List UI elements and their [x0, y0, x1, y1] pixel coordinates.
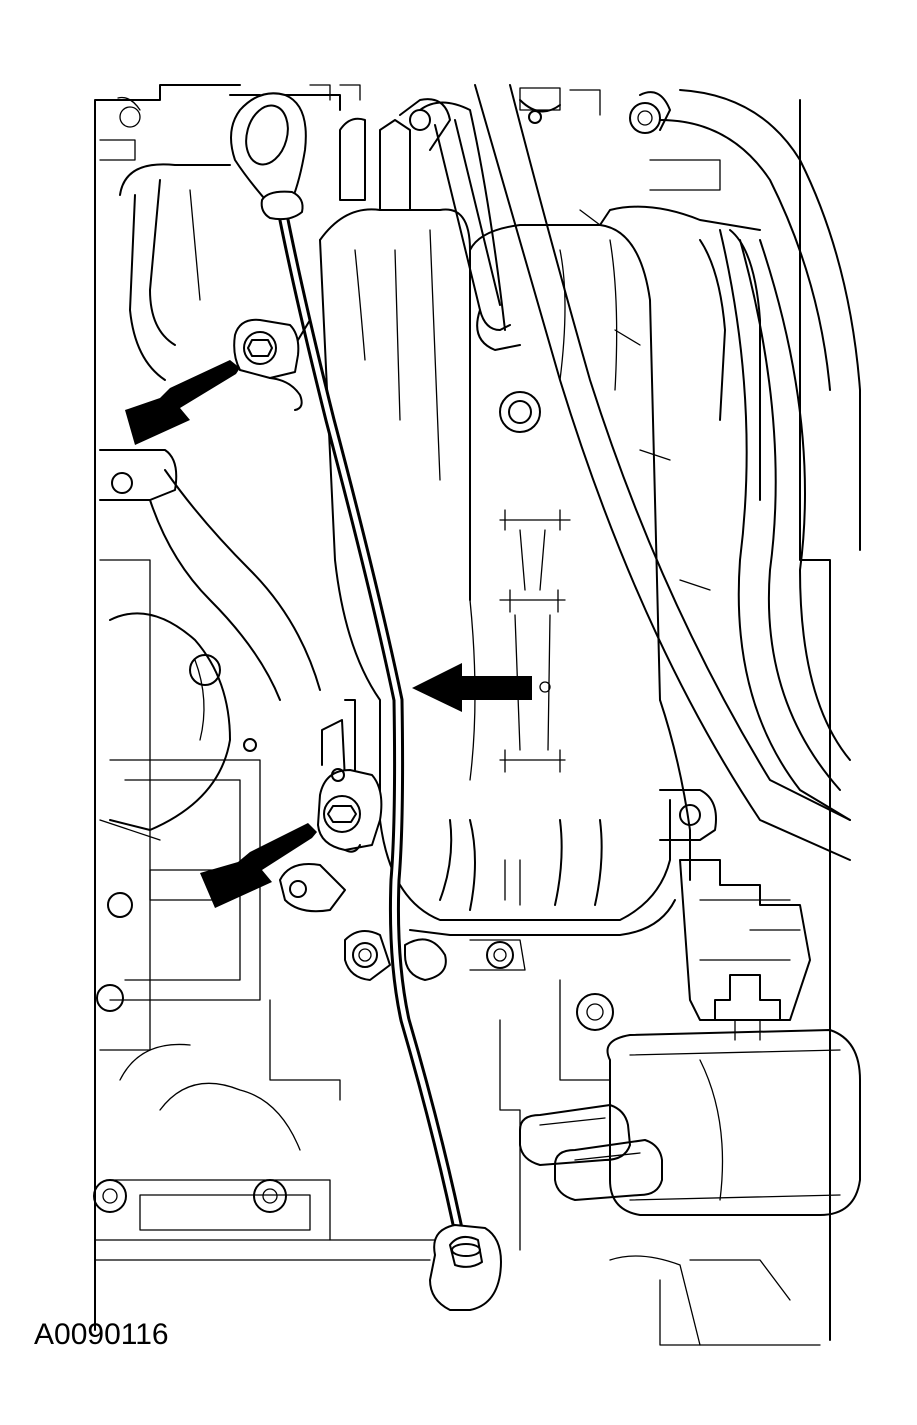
upper-bracket: [233, 318, 311, 411]
arrow-dipstick-tube: [412, 663, 532, 712]
callout-arrows: [125, 360, 532, 908]
dipstick-handle: [230, 92, 307, 221]
left-manifold-runner: [99, 163, 321, 841]
intake-manifold: [319, 91, 761, 936]
engine-block: [93, 84, 831, 1346]
arrow-lower-bracket: [200, 823, 317, 908]
arrow-upper-bracket: [125, 360, 240, 445]
hoses-right: [399, 84, 861, 861]
lower-bracket: [317, 699, 383, 853]
lower-brackets: [279, 863, 526, 981]
dipstick-tube: [277, 209, 502, 1311]
figure-id: A0090116: [34, 1318, 169, 1351]
oil-filter-housing: [519, 859, 861, 1346]
